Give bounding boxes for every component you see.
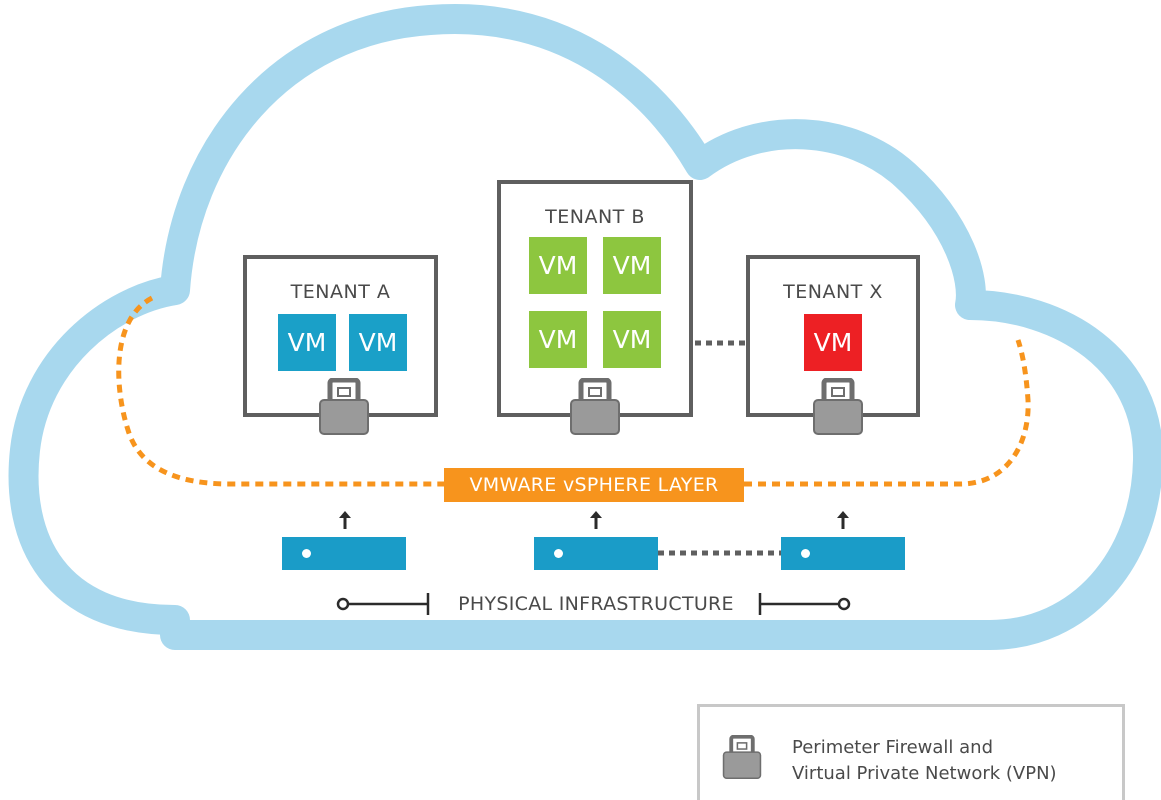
tenant-x-title: TENANT X [783, 281, 883, 303]
up-arrow-icon [837, 511, 849, 529]
padlock-icon [813, 378, 863, 435]
vm-block: VM [529, 311, 587, 368]
vsphere-layer-label: VMWARE vSPHERE LAYER [444, 468, 744, 502]
vm-block: VM [278, 314, 336, 371]
server-rack [282, 537, 406, 570]
server-rack [534, 537, 658, 570]
padlock-icon [570, 378, 620, 435]
up-arrow-icon [590, 511, 602, 529]
server-led-icon [302, 549, 311, 558]
padlock-icon [722, 735, 762, 780]
legend-line-1: Perimeter Firewall and [792, 737, 994, 758]
server-led-icon [554, 549, 563, 558]
server-led-icon [801, 549, 810, 558]
vm-block: VM [529, 237, 587, 294]
physical-infrastructure-label: PHYSICAL INFRASTRUCTURE [458, 593, 734, 615]
vm-block: VM [804, 314, 862, 371]
vm-block: VM [603, 311, 661, 368]
tenant-b-title: TENANT B [545, 206, 645, 228]
vm-block: VM [603, 237, 661, 294]
up-arrow-icon [339, 511, 351, 529]
server-rack [781, 537, 905, 570]
legend-box: Perimeter Firewall and Virtual Private N… [697, 704, 1125, 800]
tenant-a-title: TENANT A [290, 281, 391, 303]
vm-block: VM [349, 314, 407, 371]
legend-text: Perimeter Firewall and Virtual Private N… [792, 735, 1057, 787]
padlock-icon [319, 378, 369, 435]
legend-line-2: Virtual Private Network (VPN) [792, 763, 1057, 784]
